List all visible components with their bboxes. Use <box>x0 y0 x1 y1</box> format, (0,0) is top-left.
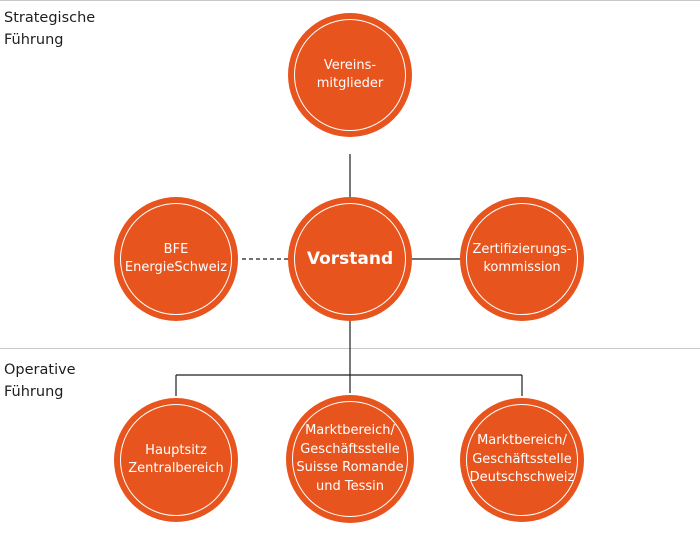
board-node: Vorstand <box>288 197 412 321</box>
strategic-management-label: Strategische Führung <box>4 10 96 48</box>
romande-node: Marktbereich/ Geschäftsstelle Suisse Rom… <box>286 395 414 523</box>
certification-node-ring: Zertifizierungs- kommission <box>466 203 578 315</box>
deutschschweiz-node: Marktbereich/ Geschäftsstelle Deutschsch… <box>460 398 584 522</box>
romande-node-label: Marktbereich/ Geschäftsstelle Suisse Rom… <box>296 423 404 494</box>
deutschschweiz-node-ring: Marktbereich/ Geschäftsstelle Deutschsch… <box>466 404 578 516</box>
operative-management-label: Operative Führung <box>4 362 76 400</box>
certification-node: Zertifizierungs- kommission <box>460 197 584 321</box>
board-node-ring: Vorstand <box>294 203 406 315</box>
members-node-ring: Vereins- mitglieder <box>294 19 406 131</box>
deutschschweiz-node-label: Marktbereich/ Geschäftsstelle Deutschsch… <box>469 433 575 486</box>
board-node-label: Vorstand <box>306 249 394 269</box>
members-node: Vereins- mitglieder <box>288 13 412 137</box>
headquarters-node: Hauptsitz Zentralbereich <box>114 398 238 522</box>
bfe-node: BFE EnergieSchweiz <box>114 197 238 321</box>
bfe-node-label: BFE EnergieSchweiz <box>124 241 228 276</box>
top-divider <box>0 0 700 1</box>
certification-node-label: Zertifizierungs- kommission <box>472 241 572 276</box>
headquarters-node-label: Hauptsitz Zentralbereich <box>128 442 224 477</box>
romande-node-ring: Marktbereich/ Geschäftsstelle Suisse Rom… <box>292 401 408 517</box>
bfe-node-ring: BFE EnergieSchweiz <box>120 203 232 315</box>
members-node-label: Vereins- mitglieder <box>316 57 384 92</box>
headquarters-node-ring: Hauptsitz Zentralbereich <box>120 404 232 516</box>
